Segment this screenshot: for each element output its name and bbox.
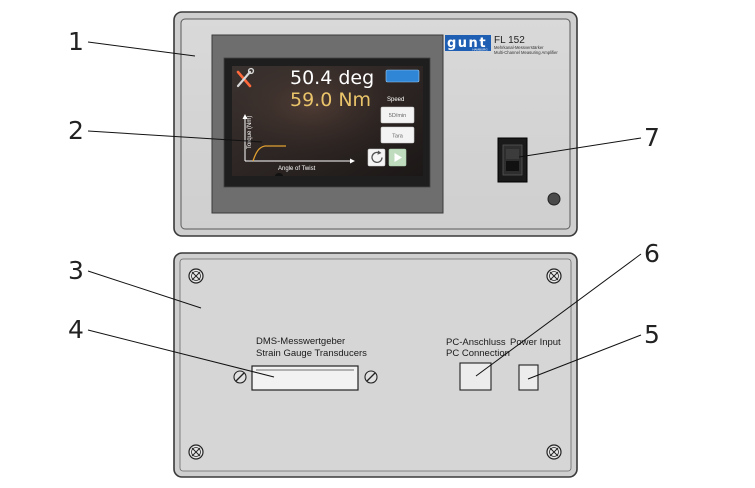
angle-readout: 50.4 deg <box>290 67 374 89</box>
reset-button[interactable] <box>367 148 386 167</box>
screw-icon <box>546 268 562 284</box>
play-button[interactable] <box>388 148 407 167</box>
callout-6: 6 <box>644 239 660 268</box>
gunt-logo <box>445 35 491 51</box>
callout-3: 3 <box>68 256 84 285</box>
callout-lines <box>87 41 642 380</box>
transducer-label-de: DMS-Messwertgeber <box>256 336 345 347</box>
torque-readout: 59.0 Nm <box>290 89 371 111</box>
svg-text:HAMBURG: HAMBURG <box>472 48 488 52</box>
power-input-socket[interactable] <box>518 364 539 391</box>
power-switch[interactable] <box>497 137 528 183</box>
strain-gauge-connector[interactable] <box>251 365 359 391</box>
brand-block: gunt HAMBURG FL 152 Mehrkanal-Messverstä… <box>445 35 558 55</box>
touch-display[interactable]: 50.4 deg 59.0 Nm Speed 5D/min Tara <box>232 66 423 176</box>
speed-button[interactable]: 5D/min <box>380 106 415 124</box>
svg-text:Tara: Tara <box>392 134 404 140</box>
tare-button[interactable]: Tara <box>380 126 415 144</box>
torque-curve <box>252 145 286 162</box>
svg-text:5D/min: 5D/min <box>389 113 406 119</box>
rear-unit: DMS-Messwertgeber Strain Gauge Transduce… <box>173 252 578 478</box>
front-unit: 50.4 deg 59.0 Nm Speed 5D/min Tara <box>173 11 578 237</box>
display-notch <box>275 173 283 176</box>
status-led <box>547 192 561 206</box>
callout-7: 7 <box>644 123 660 152</box>
description-en: Multi-Channel Measuring Amplifier <box>494 50 558 55</box>
chart-area: Torque (Nm) Angle of Twist <box>242 114 355 172</box>
screw-icon <box>233 370 247 384</box>
power-input-label: Power Input <box>510 337 561 348</box>
callout-5: 5 <box>644 320 660 349</box>
screw-icon <box>188 444 204 460</box>
menu-tab-button[interactable] <box>385 69 420 83</box>
callout-4: 4 <box>68 315 84 344</box>
pc-label-en: PC Connection <box>446 348 510 359</box>
callout-numbers: 1 2 3 4 5 6 7 <box>68 27 660 349</box>
x-axis-label: Angle of Twist <box>278 166 316 172</box>
model-label: FL 152 <box>494 35 525 46</box>
screw-icon <box>364 370 378 384</box>
description-de: Mehrkanal-Messverstärker <box>494 45 544 50</box>
speed-label: Speed <box>387 97 404 103</box>
screw-icon <box>188 268 204 284</box>
pc-connection-socket[interactable] <box>459 362 492 391</box>
callout-2: 2 <box>68 116 84 145</box>
pc-label-de: PC-Anschluss <box>446 337 506 348</box>
transducer-label-en: Strain Gauge Transducers <box>256 348 367 359</box>
y-axis-label: Torque (Nm) <box>247 116 253 149</box>
callout-1: 1 <box>68 27 84 56</box>
screw-icon <box>546 444 562 460</box>
tools-icon[interactable] <box>236 67 255 88</box>
svg-text:gunt: gunt <box>447 36 487 51</box>
